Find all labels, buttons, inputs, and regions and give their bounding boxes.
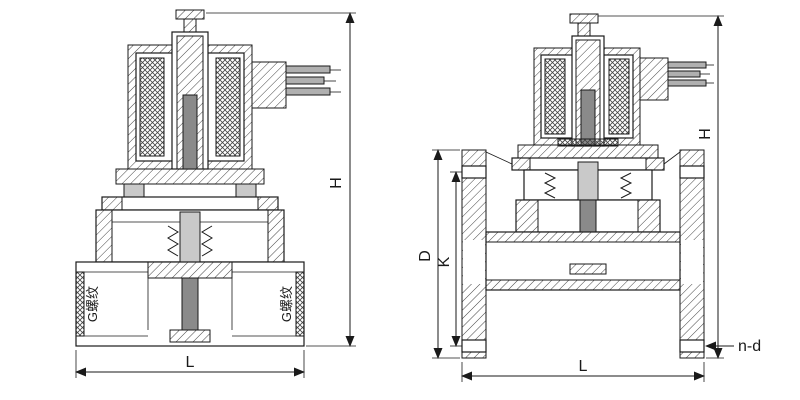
connector-pin [285,87,331,96]
bolt-hole [679,339,705,353]
bolt-hole-callout: n-d [705,338,761,355]
valve-disc [569,263,607,275]
pipe-body [485,151,681,291]
dimension-flange-diameter: D [417,149,460,359]
plunger [182,94,198,170]
dimension-bolt-circle: K [436,171,462,347]
dim-label-n-d: n-d [738,338,761,355]
spring-left [543,172,557,199]
thread-right [295,271,305,337]
flange-left [461,149,487,359]
dimension-length-right: L [461,358,705,382]
dimension-length-left: L [75,350,305,378]
bolt-hole [679,165,705,179]
connector-pin [667,79,707,87]
bonnet-plate [101,168,279,211]
electrical-connector [251,61,341,109]
dim-label-L-left: L [186,354,195,371]
electrical-connector [639,57,714,101]
dimension-height-left: H [206,12,356,347]
flange-right [679,149,705,359]
dim-label-K: K [436,256,453,267]
spring-right [201,225,213,257]
valve-upper-body [95,209,285,263]
valve-stem-upper [577,161,599,201]
spring-left [167,225,179,257]
connector-pin [667,70,701,78]
valve-stem-lower [181,277,199,331]
spring-right [619,172,633,199]
port-label-right: G螺纹 [279,286,294,322]
bolt-hole [461,165,487,179]
hub-line [485,151,513,165]
mount-nut [235,183,257,198]
mount-nut [123,183,145,198]
threaded-valve-section: G螺纹 G螺纹 H L [75,9,356,378]
dim-label-H-right: H [697,128,714,140]
flanged-valve-section: H D K L n-d [417,13,761,382]
valve-lower-body: G螺纹 G螺纹 [75,261,305,347]
dim-label-D: D [417,250,434,262]
valve-seat [147,261,233,279]
dimension-height-right: H [598,15,724,359]
valve-disc [169,329,211,343]
connector-pin [285,76,325,85]
solenoid-coil [127,31,253,170]
valve-stem-upper [179,211,201,263]
plunger [580,89,596,147]
hub-line [663,151,681,165]
connector-pin [667,61,707,69]
bolt-hole [461,339,487,353]
connector-pin [285,65,331,74]
solenoid-coil [533,35,641,147]
thread-left [75,271,85,337]
port-label-left: G螺纹 [85,286,100,322]
dim-label-H-left: H [328,177,345,189]
dim-label-L-right: L [579,358,588,375]
